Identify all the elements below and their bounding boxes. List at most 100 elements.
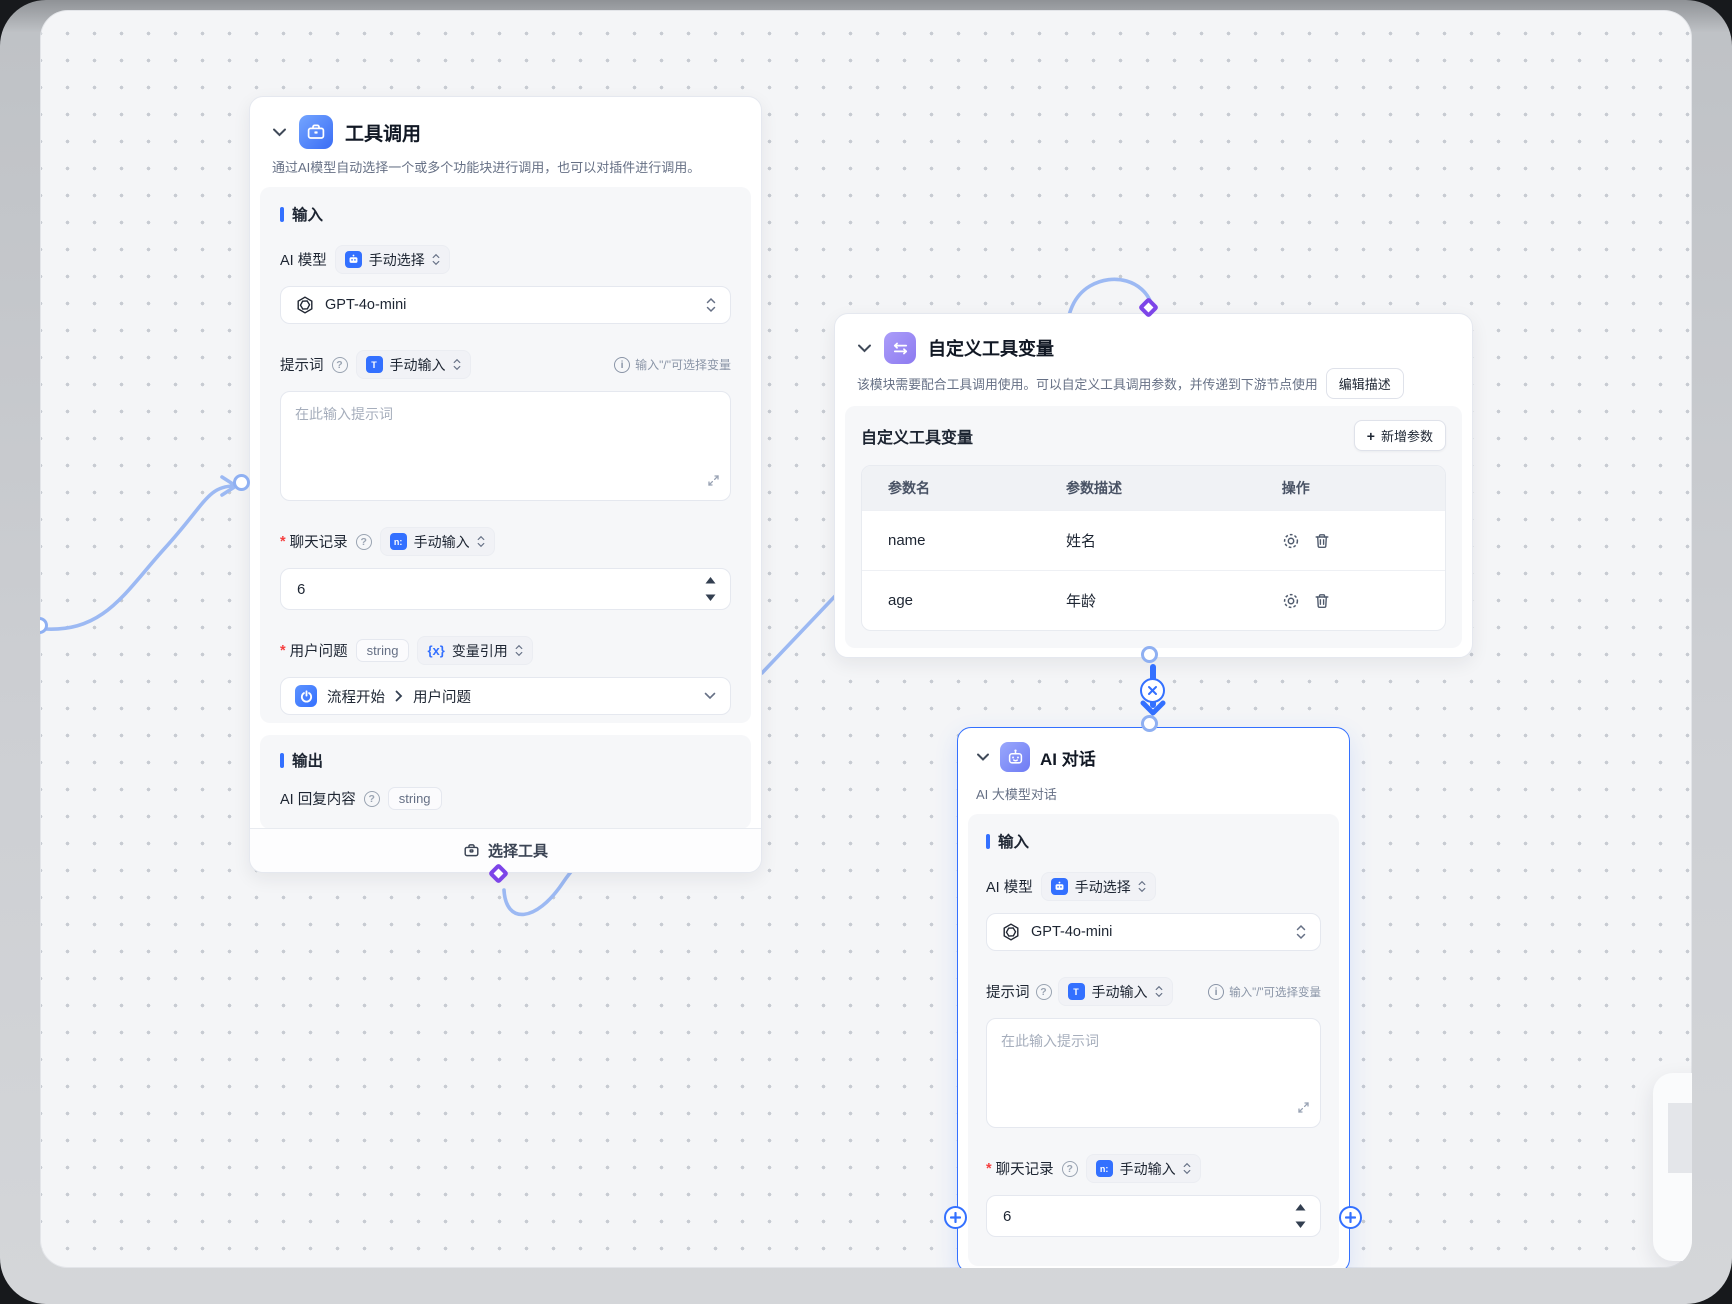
collapse-chevron-icon[interactable] xyxy=(272,128,287,137)
badge-label: 手动选择 xyxy=(368,251,425,268)
node-title: AI 对话 xyxy=(1040,749,1096,769)
history-value-field[interactable] xyxy=(295,579,632,599)
node-input-handle[interactable] xyxy=(1141,715,1158,732)
section-bar xyxy=(280,752,284,768)
briefcase-icon xyxy=(299,115,333,149)
delete-connection-button[interactable] xyxy=(1140,678,1165,703)
badge-label: 手动输入 xyxy=(1119,1160,1176,1177)
trash-icon[interactable] xyxy=(1314,533,1330,549)
history-label: 聊天记录 xyxy=(289,535,348,551)
robot-icon xyxy=(1000,742,1030,772)
section-title: 输入 xyxy=(998,834,1030,851)
number-input-icon: n: xyxy=(1095,1160,1113,1177)
table-row: age 年龄 xyxy=(862,570,1445,630)
param-desc: 年龄 xyxy=(1066,593,1097,610)
table-row: name 姓名 xyxy=(862,510,1445,570)
node-output-handle[interactable] xyxy=(1141,646,1158,663)
help-icon[interactable]: ? xyxy=(355,533,372,550)
badge-label: 手动选择 xyxy=(1074,878,1131,895)
model-select[interactable]: GPT-4o-mini xyxy=(280,286,731,324)
collapse-chevron-icon[interactable] xyxy=(857,344,872,353)
prompt-mode-badge[interactable]: T 手动输入 xyxy=(355,350,471,379)
expand-icon[interactable] xyxy=(1297,1101,1310,1119)
node-tool-call[interactable]: 工具调用 通过AI模型自动选择一个或多个功能块进行调用，也可以对插件进行调用。 … xyxy=(249,96,762,873)
model-value: GPT-4o-mini xyxy=(1031,924,1113,940)
info-icon: i xyxy=(614,356,631,373)
text-input-icon: T xyxy=(365,356,383,373)
chevron-updown-icon xyxy=(515,644,523,657)
section-bar xyxy=(280,206,284,222)
add-connection-left-button[interactable] xyxy=(944,1206,967,1229)
badge-label: 手动输入 xyxy=(389,356,446,373)
prompt-textarea[interactable] xyxy=(281,392,730,500)
param-desc: 姓名 xyxy=(1066,533,1097,550)
chevron-updown-icon xyxy=(432,253,440,266)
history-label: 聊天记录 xyxy=(995,1162,1054,1178)
edge-endpoint-handle[interactable] xyxy=(40,617,48,634)
table-header: 参数名 参数描述 操作 xyxy=(862,466,1445,510)
number-stepper[interactable] xyxy=(1295,1202,1306,1230)
number-input-icon: n: xyxy=(389,533,407,550)
help-icon[interactable]: ? xyxy=(363,790,380,807)
param-name: name xyxy=(888,532,926,549)
history-mode-badge[interactable]: n: 手动输入 xyxy=(379,527,495,556)
prompt-textarea[interactable] xyxy=(987,1019,1320,1127)
robot-icon xyxy=(344,251,362,268)
close-x-icon xyxy=(1148,686,1157,695)
plus-icon xyxy=(950,1212,961,1223)
flow-canvas[interactable]: 工具调用 通过AI模型自动选择一个或多个功能块进行调用，也可以对插件进行调用。 … xyxy=(40,10,1692,1268)
prompt-textarea-wrap xyxy=(280,391,731,501)
chevron-updown-icon xyxy=(1155,985,1162,998)
clipped-node-content xyxy=(1668,1103,1692,1173)
model-mode-badge[interactable]: 手动选择 xyxy=(334,245,450,274)
chevron-updown-icon xyxy=(1183,1162,1191,1175)
param-name: age xyxy=(888,592,914,609)
expand-icon[interactable] xyxy=(707,474,720,492)
model-value: GPT-4o-mini xyxy=(325,297,407,313)
node-custom-variables[interactable]: 自定义工具变量 该模块需要配合工具调用使用。可以自定义工具调用参数，并传递到下游… xyxy=(834,313,1473,658)
history-number-input xyxy=(986,1195,1321,1237)
gear-icon[interactable] xyxy=(1282,592,1300,610)
required-mark: * xyxy=(280,533,286,550)
help-icon[interactable]: ? xyxy=(331,356,348,373)
clipped-node-card[interactable] xyxy=(1653,1073,1692,1261)
node-title: 工具调用 xyxy=(345,123,422,145)
number-stepper[interactable] xyxy=(705,575,716,603)
add-parameter-button[interactable]: +新增参数 xyxy=(1353,420,1446,451)
select-tool-button[interactable]: 选择工具 xyxy=(250,828,761,872)
model-select[interactable]: GPT-4o-mini xyxy=(986,913,1321,951)
arrow-down-icon xyxy=(1140,700,1166,722)
history-mode-badge[interactable]: n: 手动输入 xyxy=(1085,1154,1201,1183)
prompt-hint: 输入"/"可选择变量 xyxy=(635,358,731,372)
help-icon[interactable]: ? xyxy=(1061,1160,1078,1177)
edit-description-button[interactable]: 编辑描述 xyxy=(1325,368,1404,399)
variable-reference-select[interactable]: 流程开始 用户问题 xyxy=(280,677,731,715)
openai-logo-icon xyxy=(297,296,313,314)
openai-logo-icon xyxy=(1003,923,1019,941)
ai-model-label: AI 模型 xyxy=(986,880,1033,896)
node-input-handle[interactable] xyxy=(233,474,250,491)
node-ai-chat[interactable]: AI 对话 AI 大模型对话 输入 AI 模型 手动选择 GPT-4o-mini… xyxy=(957,727,1350,1268)
add-connection-right-button[interactable] xyxy=(1339,1206,1362,1229)
section-title: 输出 xyxy=(292,753,324,770)
trash-icon[interactable] xyxy=(1314,593,1330,609)
badge-label: 手动输入 xyxy=(413,533,470,550)
panel-title: 自定义工具变量 xyxy=(861,429,974,447)
model-mode-badge[interactable]: 手动选择 xyxy=(1040,872,1156,901)
help-icon[interactable]: ? xyxy=(1035,983,1052,1000)
gear-icon[interactable] xyxy=(1282,532,1300,550)
history-value-field[interactable] xyxy=(1001,1206,1245,1226)
plus-icon xyxy=(1345,1212,1356,1223)
sliders-icon xyxy=(884,332,916,364)
custom-vars-panel: 自定义工具变量 +新增参数 参数名 参数描述 操作 name 姓名 xyxy=(845,406,1462,648)
ai-model-label: AI 模型 xyxy=(280,253,327,269)
prompt-label: 提示词 xyxy=(986,985,1030,1001)
input-panel: 输入 AI 模型 手动选择 GPT-4o-mini 提示词 ? T xyxy=(968,814,1339,1266)
prompt-textarea-wrap xyxy=(986,1018,1321,1128)
prompt-mode-badge[interactable]: T 手动输入 xyxy=(1057,977,1173,1006)
question-mode-badge[interactable]: {x} 变量引用 xyxy=(417,636,533,665)
ref-field: 用户问题 xyxy=(413,689,471,706)
collapse-chevron-icon[interactable] xyxy=(976,753,990,762)
badge-label: 变量引用 xyxy=(451,642,508,659)
flow-start-icon xyxy=(295,685,317,707)
